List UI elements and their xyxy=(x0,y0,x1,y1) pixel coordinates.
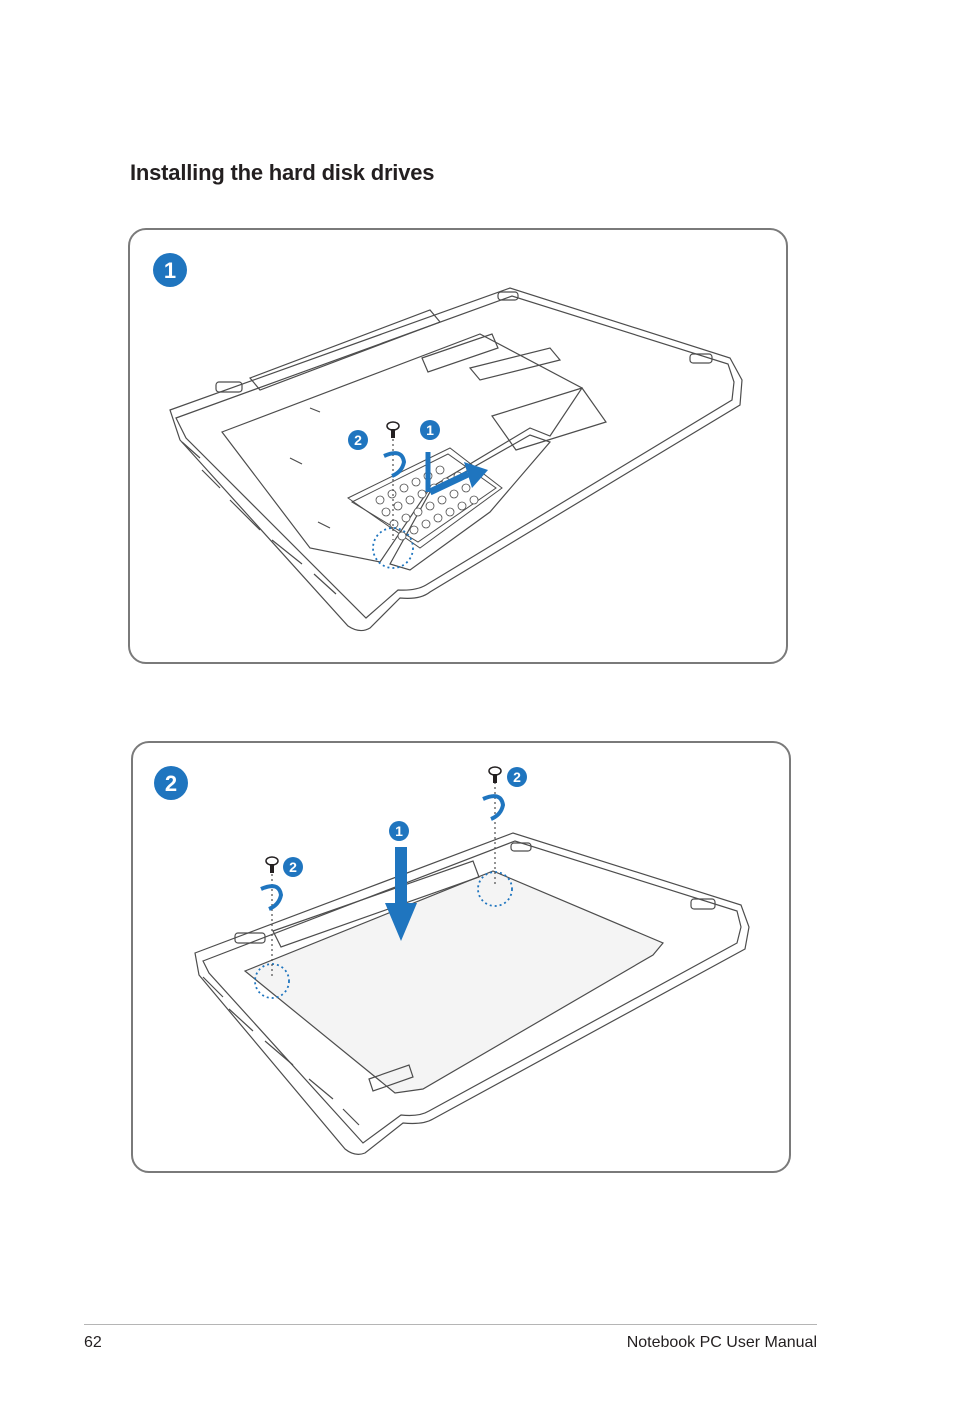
screw-guide-line xyxy=(271,777,496,979)
svg-text:1: 1 xyxy=(164,258,176,283)
svg-text:2: 2 xyxy=(165,771,177,796)
page-number: 62 xyxy=(84,1334,102,1351)
footer-rule xyxy=(84,1324,817,1325)
callout-badge: 2 xyxy=(283,857,303,877)
svg-text:1: 1 xyxy=(395,823,403,839)
hdd-vent-holes xyxy=(375,465,479,541)
step-1-panel: 1 xyxy=(128,228,788,664)
notebook-underside xyxy=(169,287,743,632)
rotate-arrow-icon xyxy=(383,451,407,478)
notebook-underside xyxy=(194,832,750,1155)
svg-text:2: 2 xyxy=(513,769,521,785)
screw-icon xyxy=(488,766,502,783)
svg-text:2: 2 xyxy=(354,432,362,448)
rotate-arrow-icon xyxy=(260,884,284,911)
svg-text:2: 2 xyxy=(289,859,297,875)
screw-icon xyxy=(386,421,400,438)
hard-disk-drive xyxy=(347,447,503,549)
rotate-arrow-icon xyxy=(482,794,506,821)
step-1-badge: 1 xyxy=(153,253,187,287)
screw-location-marker xyxy=(372,527,414,569)
step-2-illustration: 2 xyxy=(154,766,750,1155)
step-2-badge: 2 xyxy=(154,766,188,800)
step-2-panel: 2 xyxy=(131,741,791,1173)
screw-icon xyxy=(265,856,279,873)
screw-location-marker xyxy=(254,871,513,999)
svg-text:1: 1 xyxy=(426,422,434,438)
step-1-illustration: 1 xyxy=(153,253,743,632)
callout-badge: 2 xyxy=(507,767,527,787)
slide-arrow-icon xyxy=(425,452,488,496)
callout-badge: 1 xyxy=(420,420,440,440)
manual-title: Notebook PC User Manual xyxy=(626,1334,817,1351)
insert-arrow-icon xyxy=(385,847,417,941)
section-heading: Installing the hard disk drives xyxy=(130,160,435,185)
callout-badge: 1 xyxy=(389,821,409,841)
callout-badge: 2 xyxy=(348,430,368,450)
